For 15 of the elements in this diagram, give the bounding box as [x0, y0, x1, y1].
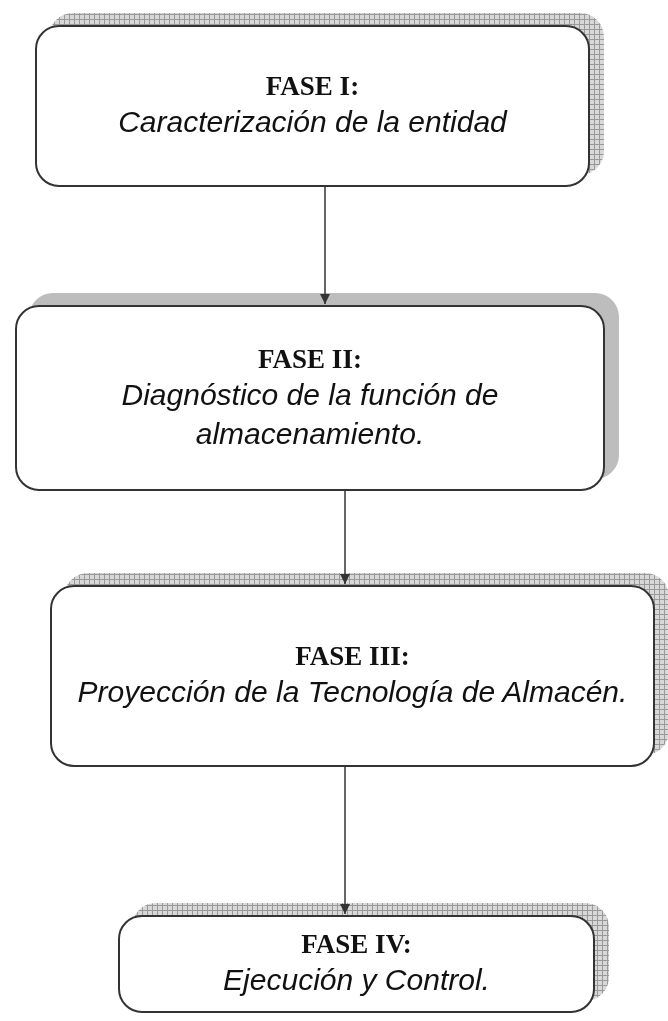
process-box — [118, 915, 595, 1013]
phase-description: Ejecución y Control. — [223, 962, 490, 998]
process-box — [35, 25, 590, 187]
process-box — [50, 585, 655, 767]
phase-description: Caracterización de la entidad — [118, 104, 507, 140]
phase-description: Proyección de la Tecnología de Almacén. — [77, 674, 628, 710]
arrow — [340, 490, 350, 585]
process-box — [15, 305, 605, 491]
arrow — [320, 186, 330, 305]
phase-heading: FASE II: — [258, 343, 362, 375]
arrow — [340, 766, 350, 915]
phase-heading: FASE IV: — [301, 929, 412, 960]
phase-heading: FASE III: — [295, 641, 410, 672]
phase-heading: FASE I: — [265, 71, 360, 102]
phase-description: Diagnóstico de la función de almacenamiento. — [120, 376, 500, 452]
